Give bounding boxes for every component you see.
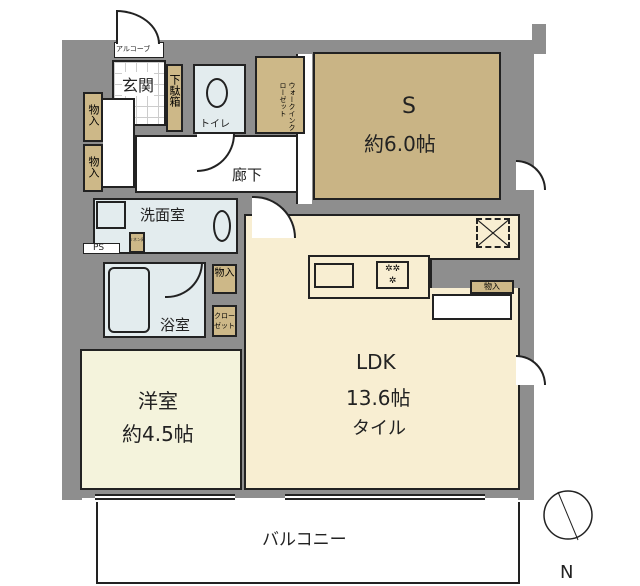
walk-in-closet: [255, 56, 305, 134]
western-room-name: 洋室: [138, 389, 178, 413]
bathroom: [103, 262, 206, 338]
hallway-label: 廊下: [232, 166, 263, 184]
wall-bottom: [62, 488, 534, 498]
alcove-door[interactable]: [116, 10, 160, 44]
western-room: [80, 349, 242, 490]
ps-label: PS: [93, 243, 105, 253]
storage-kitchen: 物入: [470, 280, 514, 294]
balcony: [96, 502, 520, 584]
storage-1-label: 物入: [87, 104, 100, 126]
ldk-size: 13.6帖: [346, 386, 411, 410]
bathroom-label: 浴室: [160, 316, 191, 334]
storage-doors[interactable]: [103, 98, 135, 188]
storage-1: 物入: [83, 92, 103, 142]
storage-2-label: 物入: [87, 156, 100, 178]
sink-icon: [213, 210, 231, 242]
wall-left: [62, 40, 82, 500]
s-room: [313, 52, 501, 200]
linen-label: リネン庫: [129, 237, 145, 242]
toilet-label: トイレ: [200, 119, 230, 130]
s-room-size: 約6.0帖: [364, 132, 436, 156]
ldk-side-door[interactable]: [516, 355, 546, 385]
kitchen-cabinet-doors[interactable]: [432, 294, 512, 320]
western-room-size: 約4.5帖: [122, 422, 194, 446]
ps-box: [83, 243, 120, 254]
stove-icon: ✲✲✲: [376, 261, 409, 289]
compass-north-label: N: [560, 562, 574, 583]
kitchen-sink-icon: [314, 263, 354, 288]
storage-2: 物入: [83, 144, 103, 192]
washroom-label: 洗面室: [140, 206, 186, 224]
balcony-label: バルコニー: [262, 530, 347, 550]
window-ldk: [285, 494, 485, 500]
shoe-box: 下駄箱: [166, 64, 183, 132]
wall-notch: [532, 24, 546, 54]
closet: クローゼット: [212, 305, 237, 337]
storage-kitchen-label: 物入: [484, 282, 500, 291]
window-western: [95, 494, 235, 500]
storage-3: 物入: [212, 264, 237, 294]
storage-3-label: 物入: [214, 268, 235, 279]
kitchen-counter: [308, 255, 430, 299]
wall-right: [518, 40, 534, 500]
walk-in-closet-label: ウォークインクローゼット: [279, 82, 296, 131]
closet-label: クローゼット: [214, 312, 235, 330]
s-room-name: S: [402, 94, 416, 119]
bathtub-icon: [108, 267, 150, 333]
alcove-label: アルコーブ: [116, 45, 151, 53]
shoe-box-label: 下駄箱: [168, 74, 181, 107]
wall-top: [62, 40, 540, 54]
toilet-bowl-icon: [206, 78, 228, 108]
ventilation-icon: [476, 218, 510, 248]
entrance-label: 玄関: [122, 72, 155, 96]
linen: [129, 232, 145, 253]
washing-machine-icon: [96, 201, 126, 229]
s-room-door[interactable]: [516, 160, 546, 190]
ldk-name: LDK: [356, 350, 396, 374]
ldk-floor: タイル: [352, 418, 406, 439]
